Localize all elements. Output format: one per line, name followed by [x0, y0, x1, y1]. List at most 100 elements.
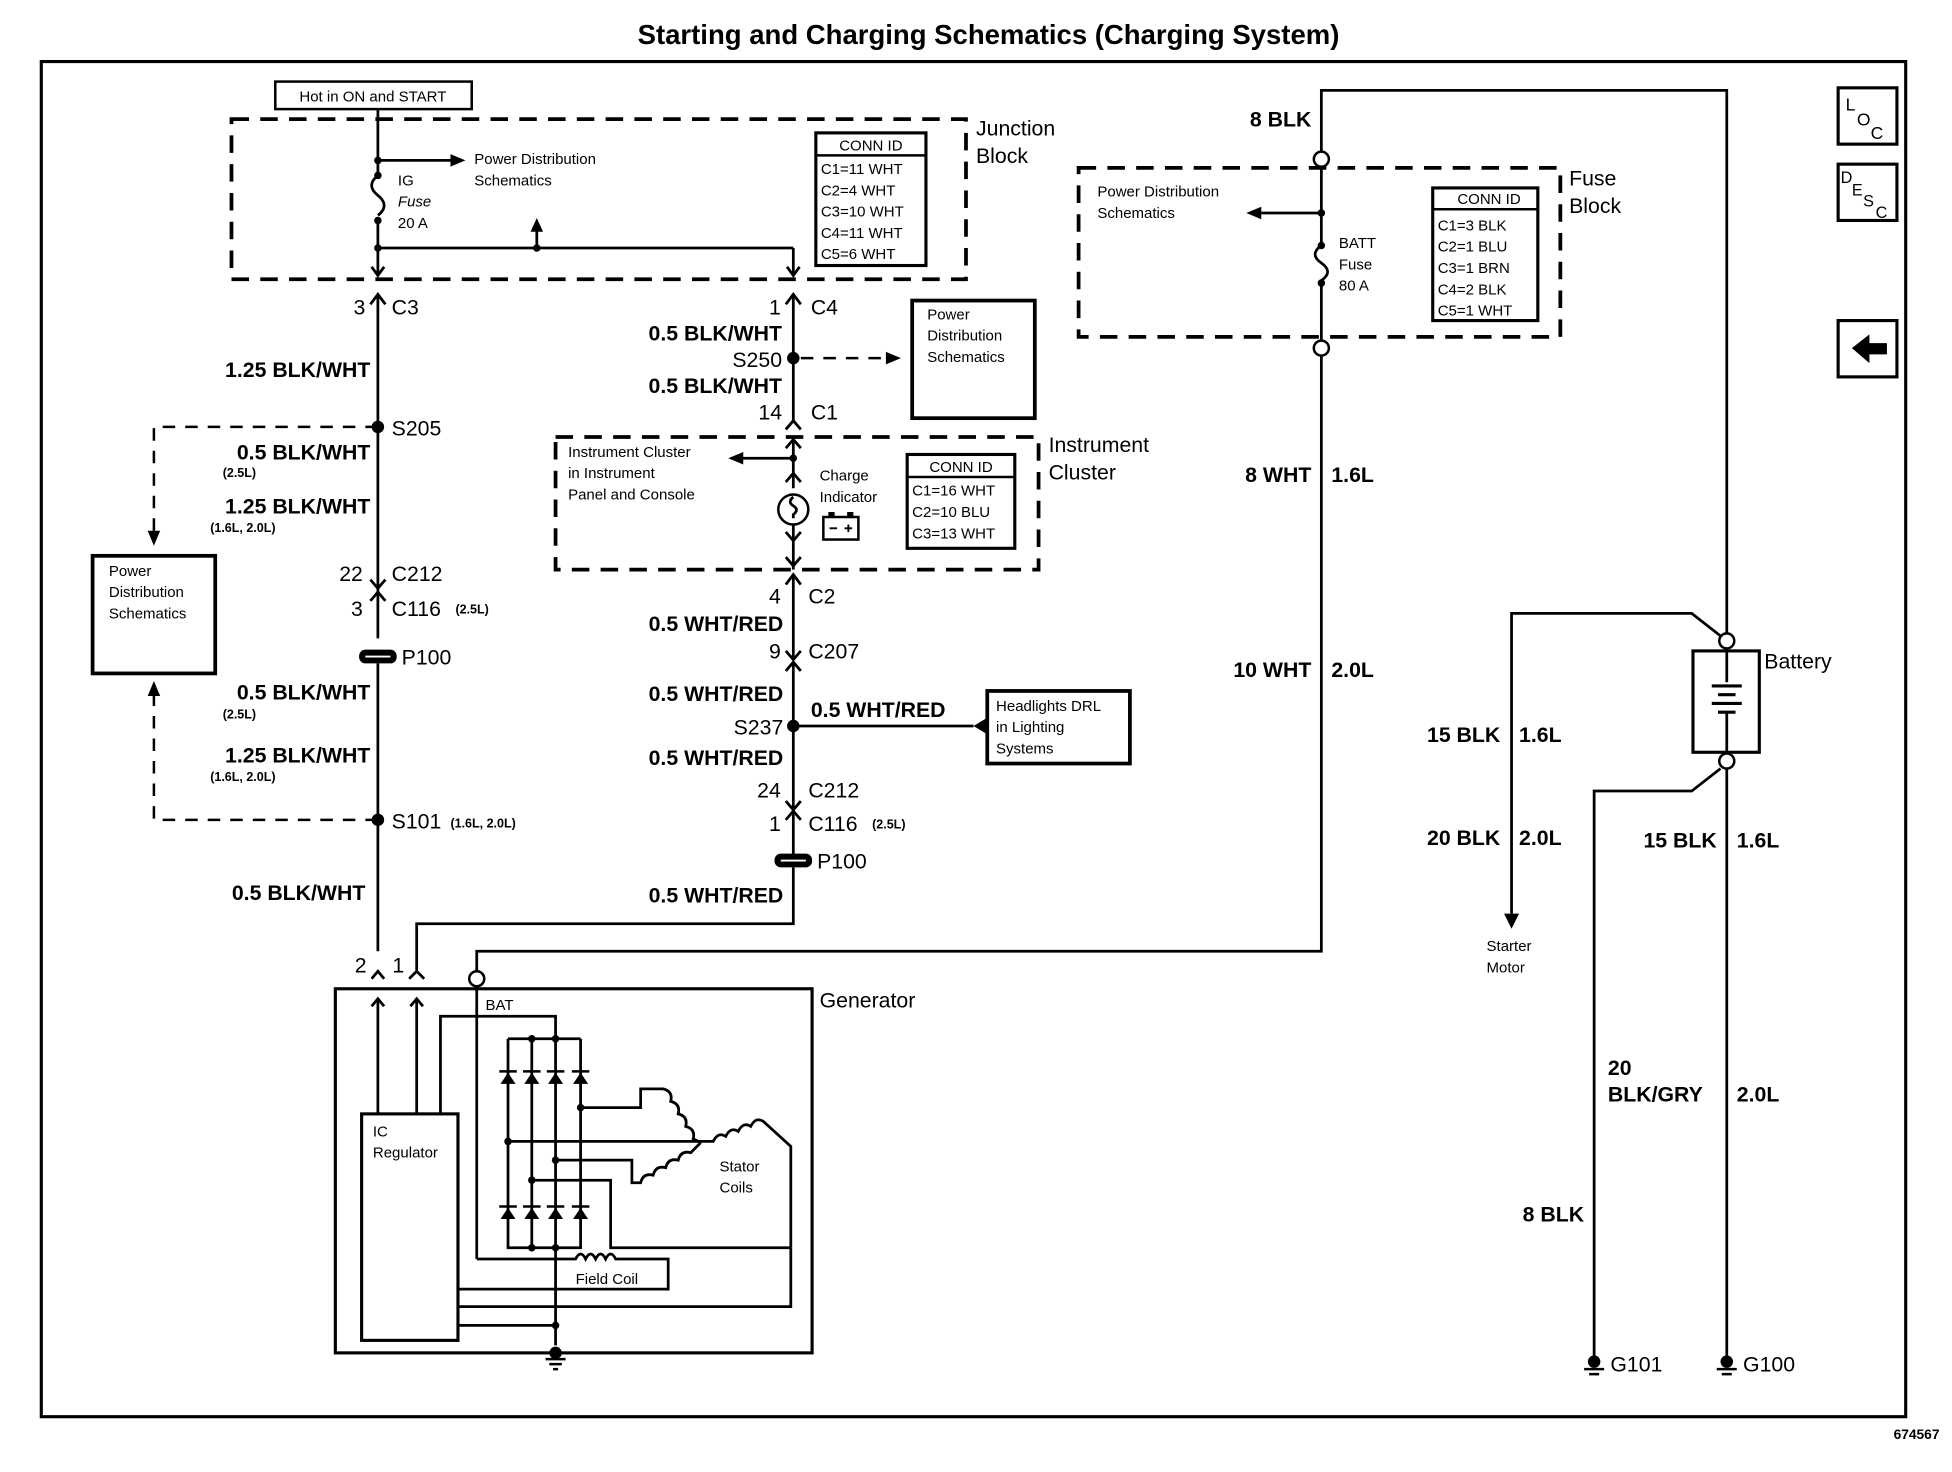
svg-text:P100: P100: [402, 646, 452, 670]
svg-text:8 WHT: 8 WHT: [1245, 463, 1311, 487]
connector-c207: C207: [808, 639, 859, 663]
svg-text:1.6L: 1.6L: [1519, 723, 1562, 747]
junction-block: Hot in ON and START Junction Block Power…: [229, 80, 1055, 282]
svg-text:Charge: Charge: [820, 468, 869, 485]
svg-text:C3=10 WHT: C3=10 WHT: [821, 204, 904, 221]
instrument-cluster-reference[interactable]: Instrument Cluster: [568, 444, 691, 461]
svg-text:9: 9: [769, 639, 781, 663]
svg-text:3: 3: [351, 597, 363, 621]
svg-text:Schematics: Schematics: [109, 605, 187, 622]
connector-c116: C116: [392, 597, 441, 621]
bat-terminal-label: BAT: [485, 997, 513, 1014]
power-distribution-reference[interactable]: [90, 553, 218, 676]
svg-text:C1=16 WHT: C1=16 WHT: [912, 483, 995, 500]
svg-text:C4=11 WHT: C4=11 WHT: [821, 225, 903, 242]
instrument-cluster-block: [553, 435, 1041, 572]
fuse-icon: [1313, 244, 1329, 282]
svg-text:C5=1 WHT: C5=1 WHT: [1438, 303, 1513, 320]
ground-icon: [1716, 1355, 1737, 1376]
svg-text:Distribution: Distribution: [109, 584, 184, 601]
svg-text:P100: P100: [817, 850, 867, 874]
splice-s250: [787, 351, 800, 365]
svg-text:0.5 BLK/WHT: 0.5 BLK/WHT: [237, 440, 371, 464]
svg-text:1.25 BLK/WHT: 1.25 BLK/WHT: [225, 743, 370, 767]
starter-motor-reference[interactable]: Starter: [1487, 938, 1532, 955]
svg-text:Power: Power: [109, 563, 152, 580]
svg-text:Block: Block: [1569, 194, 1621, 218]
svg-text:1.25 BLK/WHT: 1.25 BLK/WHT: [225, 494, 370, 518]
battery-warning-icon: [822, 512, 860, 541]
svg-text:Fuse: Fuse: [1339, 256, 1372, 273]
svg-text:CONN ID: CONN ID: [839, 137, 902, 154]
connector-c212: C212: [392, 562, 443, 586]
svg-text:Schematics: Schematics: [1097, 205, 1175, 222]
svg-text:C5=6 WHT: C5=6 WHT: [821, 246, 896, 263]
power-distribution-reference[interactable]: [910, 298, 1037, 421]
svg-text:O: O: [1857, 109, 1871, 129]
svg-text:0.5 WHT/RED: 0.5 WHT/RED: [811, 698, 946, 722]
svg-text:D: D: [1841, 169, 1853, 187]
svg-text:2: 2: [355, 953, 367, 977]
svg-text:(1.6L, 2.0L): (1.6L, 2.0L): [210, 521, 275, 535]
svg-text:1: 1: [769, 812, 781, 836]
svg-text:BLK/GRY: BLK/GRY: [1608, 1082, 1703, 1106]
desc-button[interactable]: D E S C: [1836, 162, 1899, 223]
left-circuit: 3 C3 1.25 BLK/WHT S205 0.5 BLK/WHT (2.5L…: [90, 292, 516, 952]
pass-through-grommet-icon: [359, 649, 397, 664]
svg-text:C3=1 BRN: C3=1 BRN: [1438, 260, 1510, 277]
headlights-drl-reference[interactable]: [985, 689, 1132, 766]
svg-text:3: 3: [354, 295, 366, 319]
svg-text:C1=11 WHT: C1=11 WHT: [821, 161, 903, 178]
loc-button[interactable]: L O C: [1836, 86, 1899, 146]
svg-text:S: S: [1863, 193, 1874, 211]
svg-text:22: 22: [339, 562, 363, 586]
hot-in-on-start-badge: [274, 80, 473, 111]
fuse-icon: [370, 174, 386, 217]
batt-fuse-label: BATT: [1339, 235, 1376, 252]
field-coil-icon: [457, 1252, 670, 1291]
ic-regulator: [360, 1112, 460, 1342]
pass-through-grommet-icon: [774, 853, 813, 868]
svg-text:0.5 WHT/RED: 0.5 WHT/RED: [649, 612, 784, 636]
pds-reference-link[interactable]: Power Distribution: [1097, 184, 1219, 201]
svg-text:Field Coil: Field Coil: [576, 1271, 639, 1288]
svg-text:Systems: Systems: [996, 741, 1054, 758]
svg-text:0.5 WHT/RED: 0.5 WHT/RED: [649, 746, 784, 770]
svg-text:4: 4: [769, 584, 781, 608]
svg-text:(2.5L): (2.5L): [872, 818, 905, 832]
conn-id-table: [905, 452, 1017, 550]
svg-text:0.5 WHT/RED: 0.5 WHT/RED: [649, 883, 784, 907]
svg-text:2.0L: 2.0L: [1737, 1082, 1780, 1106]
svg-text:(1.6L, 2.0L): (1.6L, 2.0L): [450, 816, 515, 830]
svg-text:IC: IC: [373, 1123, 388, 1140]
svg-text:1: 1: [392, 953, 404, 977]
svg-text:C2=10 BLU: C2=10 BLU: [912, 504, 990, 521]
svg-text:in Lighting: in Lighting: [996, 719, 1064, 736]
ig-fuse-label: IG: [398, 172, 414, 189]
svg-text:L: L: [1846, 94, 1856, 114]
fuse-block-label: Fuse: [1569, 166, 1616, 190]
ground-g101: G101: [1610, 1353, 1662, 1377]
connector-c212: C212: [808, 778, 859, 802]
svg-text:1.6L: 1.6L: [1737, 828, 1780, 852]
diagram-frame: [39, 59, 1908, 1419]
svg-text:C4=2 BLK: C4=2 BLK: [1438, 281, 1507, 298]
svg-text:(1.6L, 2.0L): (1.6L, 2.0L): [210, 770, 275, 784]
svg-text:C: C: [1876, 204, 1888, 222]
middle-circuit: 1 C4 0.5 BLK/WHT S250 0.5 BLK/WHT 14 C1 …: [415, 292, 1149, 970]
generator-label: Generator: [820, 989, 916, 1013]
back-button[interactable]: [1836, 319, 1899, 379]
svg-text:(2.5L): (2.5L): [223, 707, 256, 721]
svg-text:0.5 BLK/WHT: 0.5 BLK/WHT: [649, 374, 783, 398]
charge-indicator-lamp-icon: [777, 493, 810, 526]
svg-text:Headlights DRL: Headlights DRL: [996, 698, 1101, 715]
pds-reference-link[interactable]: Power Distribution: [474, 151, 596, 168]
ground-icon: [1584, 1355, 1605, 1376]
wire-label: 1.25 BLK/WHT: [225, 358, 370, 382]
fuse-block: Fuse Block 8 BLK Power Distribution Sche…: [467, 88, 1729, 988]
svg-text:0.5 BLK/WHT: 0.5 BLK/WHT: [232, 881, 366, 905]
svg-text:E: E: [1852, 181, 1863, 199]
page-title: Starting and Charging Schematics (Chargi…: [638, 19, 1340, 50]
svg-text:Regulator: Regulator: [373, 1145, 438, 1162]
